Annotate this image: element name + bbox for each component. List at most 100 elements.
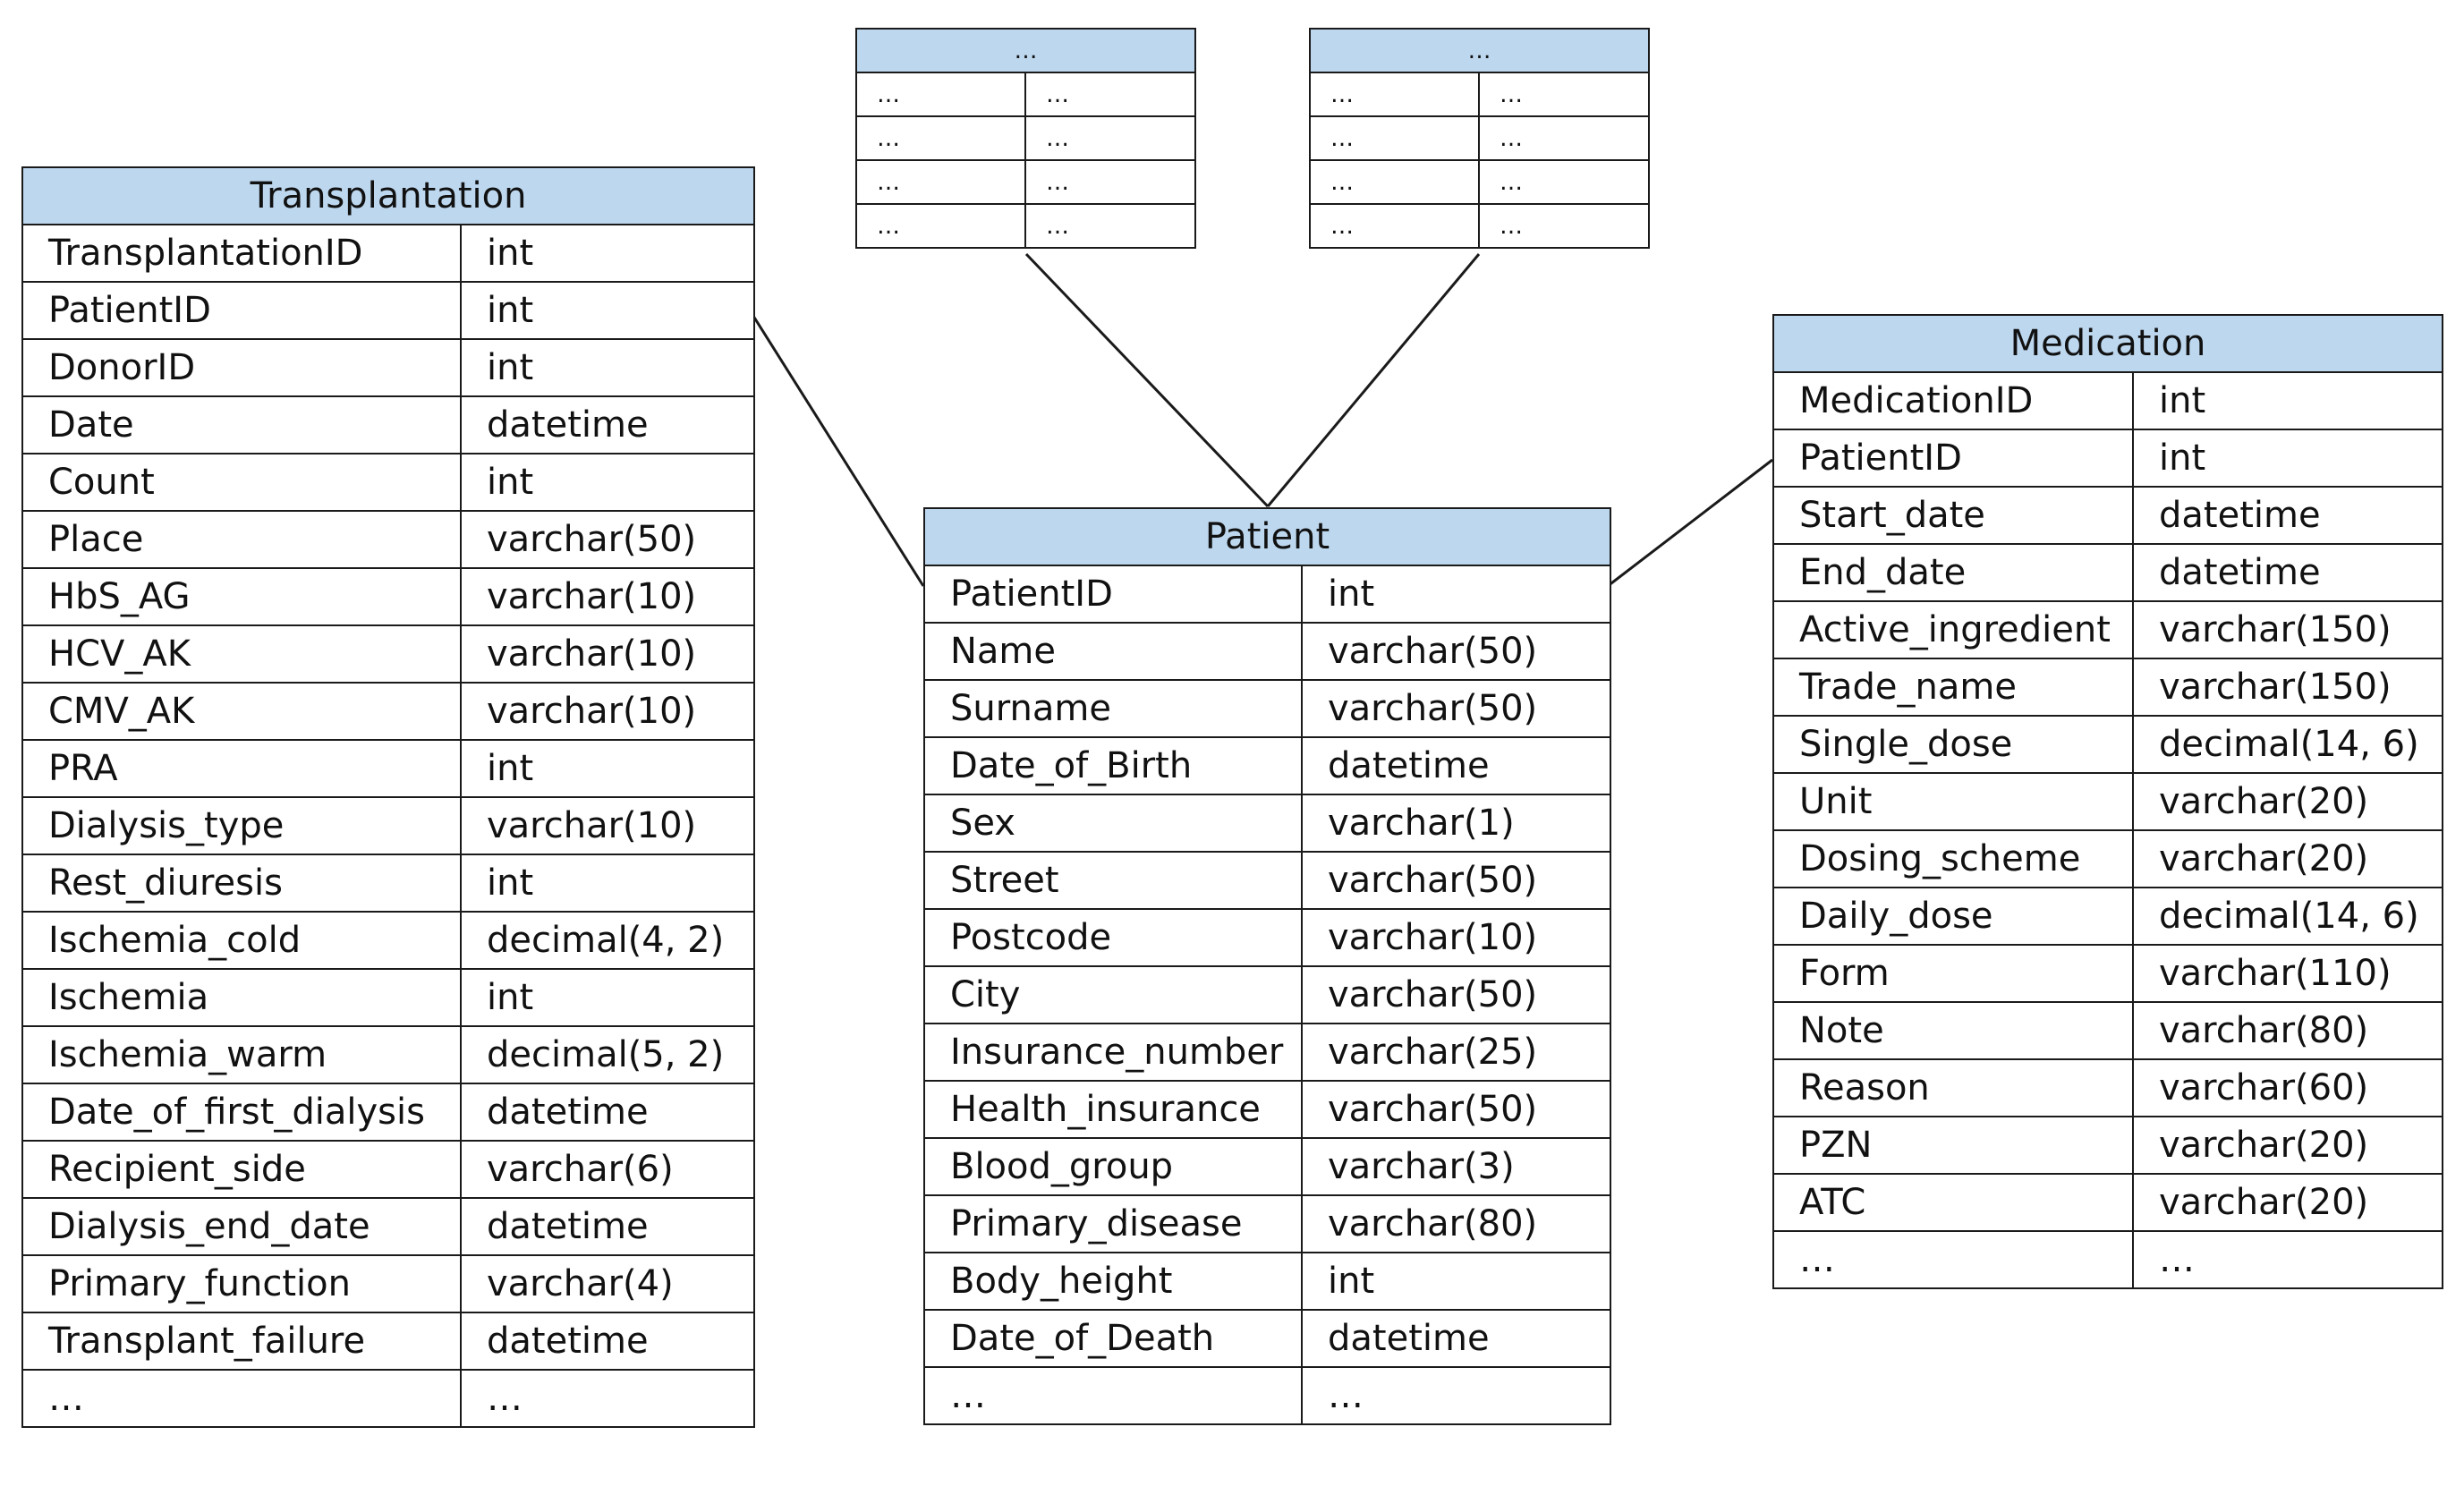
field-type-cell: datetime [459,1312,756,1371]
field-type-cell: … [1024,115,1196,161]
field-name-cell: HbS_AG [21,567,462,626]
connector-transplantation-patient [750,312,925,587]
field-type-cell: … [1024,203,1196,249]
field-name-cell: … [855,203,1026,249]
field-type-cell: varchar(150) [2132,658,2443,717]
field-name-cell: CMV_AK [21,682,462,741]
field-name-cell: HCV_AK [21,624,462,684]
field-name-cell: Unit [1772,772,2134,831]
field-type-cell: … [1024,72,1196,117]
field-name-cell: … [1309,115,1480,161]
field-type-cell: varchar(50) [459,510,756,569]
field-name-cell: Reason [1772,1058,2134,1117]
field-type-cell: … [1478,72,1650,117]
field-name-cell: ATC [1772,1173,2134,1232]
field-name-cell: Body_height [923,1252,1303,1311]
field-name-cell: PZN [1772,1116,2134,1175]
field-type-cell: datetime [2132,486,2443,545]
field-type-cell: … [1478,115,1650,161]
field-type-cell: varchar(110) [2132,944,2443,1003]
field-type-cell: int [459,854,756,913]
field-name-cell: MedicationID [1772,371,2134,430]
field-name-cell: Date_of_Death [923,1309,1303,1368]
field-name-cell: Dosing_scheme [1772,829,2134,888]
field-name-cell: Dialysis_type [21,796,462,855]
field-type-cell: varchar(20) [2132,1116,2443,1175]
field-name-cell: Recipient_side [21,1140,462,1199]
field-type-cell: … [1478,203,1650,249]
field-type-cell: int [459,739,756,798]
field-name-cell: End_date [1772,543,2134,602]
field-type-cell: int [459,338,756,397]
field-type-cell: decimal(5, 2) [459,1025,756,1084]
table-row: …… [1309,72,1650,117]
field-name-cell: Count [21,453,462,512]
field-name-cell: Dialysis_end_date [21,1197,462,1256]
table-row: …… [923,1366,1611,1425]
table-row: …… [855,203,1196,249]
table-placeholder-left: … …………………… [855,28,1196,249]
table-title: Transplantation [21,166,756,225]
field-type-cell: varchar(50) [1301,622,1611,681]
field-type-cell: varchar(6) [459,1140,756,1199]
field-type-cell: varchar(50) [1301,679,1611,738]
field-type-cell: varchar(20) [2132,1173,2443,1232]
field-type-cell: varchar(50) [1301,1080,1611,1139]
field-name-cell: PRA [21,739,462,798]
field-name-cell: Form [1772,944,2134,1003]
field-type-cell: varchar(10) [1301,908,1611,967]
table-row: …… [1309,203,1650,249]
field-type-cell: varchar(25) [1301,1023,1611,1082]
field-name-cell: Sex [923,794,1303,853]
field-type-cell: varchar(20) [2132,829,2443,888]
field-name-cell: Surname [923,679,1303,738]
field-name-cell: Start_date [1772,486,2134,545]
table-row: …… [21,1369,756,1428]
field-type-cell: varchar(150) [2132,600,2443,659]
field-name-cell: PatientID [923,565,1303,624]
field-name-cell: DonorID [21,338,462,397]
field-type-cell: int [459,224,756,283]
table-row: …… [855,159,1196,205]
field-name-cell: Ischemia_warm [21,1025,462,1084]
field-name-cell: PatientID [1772,429,2134,488]
field-type-cell: varchar(4) [459,1254,756,1313]
field-type-cell: int [459,281,756,340]
field-name-cell: Transplant_failure [21,1312,462,1371]
field-name-cell: TransplantationID [21,224,462,283]
field-type-cell: int [2132,429,2443,488]
field-type-cell: decimal(14, 6) [2132,887,2443,946]
table-row: …… [855,115,1196,161]
field-name-cell: Daily_dose [1772,887,2134,946]
field-name-cell: PatientID [21,281,462,340]
field-name-cell: Ischemia_cold [21,911,462,970]
field-type-cell: datetime [1301,736,1611,795]
field-type-cell: int [2132,371,2443,430]
field-name-cell: … [1309,72,1480,117]
field-name-cell: Postcode [923,908,1303,967]
field-type-cell: varchar(10) [459,682,756,741]
field-name-cell: … [21,1369,462,1428]
